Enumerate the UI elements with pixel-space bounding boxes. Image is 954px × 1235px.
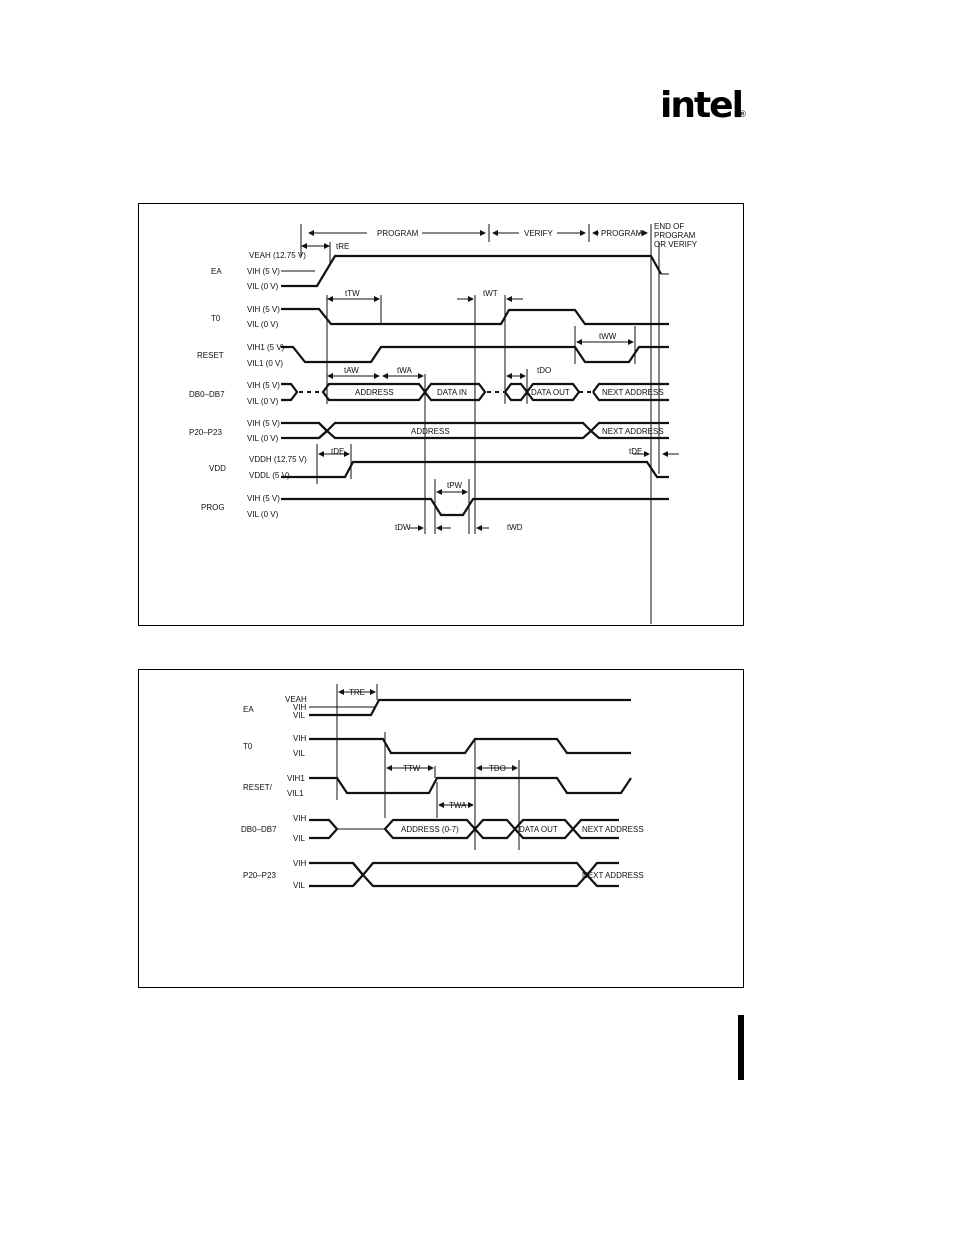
ea-vil-label: VIL — [293, 711, 306, 720]
p20-next-address-label: NEXT ADDRESS — [602, 427, 664, 436]
db-next-address-cell — [592, 382, 669, 402]
db-data-in-label: DATA IN — [437, 388, 467, 397]
prog-signal-label: PROG — [201, 503, 225, 512]
prog-vih-label: VIH (5 V) — [247, 494, 280, 503]
db-vih-label: VIH (5 V) — [247, 381, 280, 390]
ttw-label: TTW — [403, 764, 421, 773]
ea-veah-label: VEAH (12.75 V) — [249, 251, 306, 260]
db-signal-label: DB0–DB7 — [189, 390, 225, 399]
db-transition-cell — [503, 382, 529, 402]
db-data-in-cell — [423, 382, 487, 402]
prog-vil-label: VIL (0 V) — [247, 510, 279, 519]
vdd-signal-label: VDD — [209, 464, 226, 473]
phase-program2-label: PROGRAM — [601, 229, 643, 238]
twt-label: tWT — [483, 289, 498, 298]
db-data-out-label: DATA OUT — [519, 825, 558, 834]
db-vih-label: VIH — [293, 814, 307, 823]
db-address-label: ADDRESS (0-7) — [401, 825, 459, 834]
tde-label: tDE — [331, 447, 344, 456]
vdd-waveform — [281, 460, 669, 479]
t0-signal-label: T0 — [211, 314, 221, 323]
vdd-vddh-label: VDDH (12.75 V) — [249, 455, 307, 464]
t0-signal-label: T0 — [243, 742, 253, 751]
tpw-label: tPW — [447, 481, 463, 490]
phase-verify-label: VERIFY — [524, 229, 554, 238]
p20-address-cell — [352, 861, 589, 888]
tdo-label: tDO — [537, 366, 551, 375]
p20-vil-label: VIL (0 V) — [247, 434, 279, 443]
t0-vil-label: VIL (0 V) — [247, 320, 279, 329]
p20-signal-label: P20–P23 — [189, 428, 222, 437]
reset-vih1-label: VIH1 (5 V) — [247, 343, 285, 352]
db-address-label: ADDRESS — [355, 388, 394, 397]
twa-label: TWA — [449, 801, 467, 810]
tdw-label: tDW — [395, 523, 411, 532]
intel-logo: intel ® — [660, 86, 752, 130]
reset-waveform — [281, 345, 669, 364]
ea-waveform — [281, 254, 662, 288]
ea-vil-label: VIL (0 V) — [247, 282, 279, 291]
end-verify-label: OR VERIFY — [654, 240, 698, 249]
db-data-out-label: DATA OUT — [531, 388, 570, 397]
tdo-label: TDO — [489, 764, 506, 773]
t0-waveform — [309, 737, 631, 755]
tre-label: tRE — [336, 242, 349, 251]
p20-vih-label: VIH — [293, 859, 307, 868]
db-signal-label: DB0–DB7 — [241, 825, 277, 834]
section-thumb-tab — [738, 1015, 744, 1080]
ea-vih-label: VIH (5 V) — [247, 267, 280, 276]
p20-address-cell — [318, 421, 593, 440]
db-transition-cell — [473, 818, 517, 840]
programming-timing-diagram: PROGRAM VERIFY PROGRAM END OF PROGRAM OR… — [138, 203, 744, 626]
end-program-label: PROGRAM — [654, 231, 696, 240]
db-next-address-label: NEXT ADDRESS — [602, 388, 664, 397]
phase-program-label: PROGRAM — [377, 229, 419, 238]
reset-signal-label: RESET/ — [243, 783, 273, 792]
p20-next-address-cell — [590, 421, 669, 440]
p20-address-label: ADDRESS — [411, 427, 450, 436]
timing-diagram-1-svg: PROGRAM VERIFY PROGRAM END OF PROGRAM OR… — [189, 222, 698, 624]
t0-vih-label: VIH — [293, 734, 307, 743]
t0-vil-label: VIL — [293, 749, 306, 758]
db-next-address-cell — [572, 818, 619, 840]
p20-next-address-cell — [586, 861, 619, 888]
p20-vih-label: VIH (5 V) — [247, 419, 280, 428]
p20-signal-label: P20–P23 — [243, 871, 276, 880]
twd-label: tWD — [507, 523, 523, 532]
ea-vih-label: VIH — [293, 703, 307, 712]
taw-label: tAW — [344, 366, 359, 375]
verify-timing-diagram: TRE EA VEAH VIH VIL T0 VIH VIL TTW TDO R… — [138, 669, 744, 988]
vdd-vddl-label: VDDL (5 V) — [249, 471, 290, 480]
reset-signal-label: RESET — [197, 351, 224, 360]
t0-waveform — [281, 307, 669, 326]
db-vil-label: VIL (0 V) — [247, 397, 279, 406]
timing-diagram-2-svg: TRE EA VEAH VIH VIL T0 VIH VIL TTW TDO R… — [241, 684, 644, 890]
ttw-label: tTW — [345, 289, 360, 298]
p20-vil-label: VIL — [293, 881, 306, 890]
twa-label: tWA — [397, 366, 412, 375]
intel-logo-text: intel — [660, 85, 744, 126]
db-next-address-label: NEXT ADDRESS — [582, 825, 644, 834]
tww-label: tWW — [599, 332, 617, 341]
reset-waveform — [309, 776, 632, 795]
t0-vih-label: VIH (5 V) — [247, 305, 280, 314]
db-bus-start — [309, 818, 339, 840]
prog-waveform — [281, 497, 669, 517]
db-vil-label: VIL — [293, 834, 306, 843]
registered-mark: ® — [738, 110, 747, 120]
db-bus-start — [281, 382, 299, 402]
p20-next-address-label: NEXT ADDRESS — [582, 871, 644, 880]
tde-label-2: tDE — [629, 447, 642, 456]
end-of-label: END OF — [654, 222, 684, 231]
reset-vil1-label: VIL1 (0 V) — [247, 359, 283, 368]
reset-vil1-label: VIL1 — [287, 789, 304, 798]
tre-label: TRE — [349, 688, 365, 697]
reset-vih1-label: VIH1 — [287, 774, 305, 783]
ea-signal-label: EA — [243, 705, 254, 714]
ea-veah-label: VEAH — [285, 695, 307, 704]
ea-signal-label: EA — [211, 267, 222, 276]
ea-waveform — [309, 698, 631, 717]
